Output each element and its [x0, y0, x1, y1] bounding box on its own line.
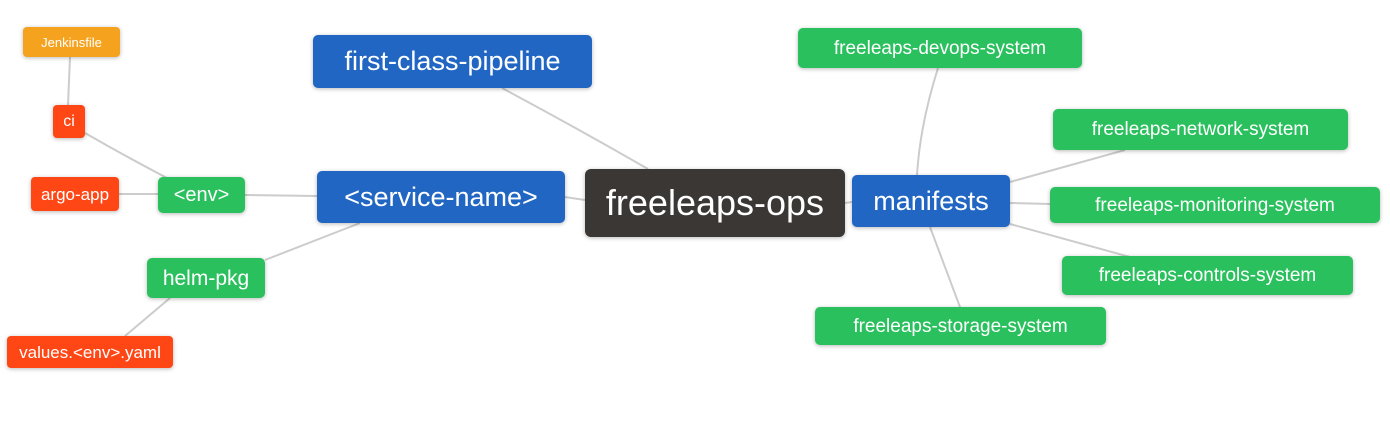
- edge-first-class-pipeline-root: [501, 87, 649, 170]
- node-ci[interactable]: ci: [53, 105, 85, 138]
- node-values-env-yaml[interactable]: values.<env>.yaml: [7, 336, 173, 368]
- node-freeleaps-ops-root[interactable]: freeleaps-ops: [585, 169, 845, 237]
- edge-manifests-controls: [1009, 223, 1131, 258]
- edge-ci-env: [84, 132, 168, 179]
- edge-root-manifests: [844, 201, 853, 204]
- edge-jenkinsfile-ci: [67, 56, 71, 106]
- node-freeleaps-network-system[interactable]: freeleaps-network-system: [1053, 109, 1348, 150]
- node-manifests[interactable]: manifests: [852, 175, 1010, 227]
- node-env[interactable]: <env>: [158, 177, 245, 213]
- edge-env-service-name: [244, 194, 318, 197]
- node-first-class-pipeline[interactable]: first-class-pipeline: [313, 35, 592, 88]
- edge-service-name-root: [564, 196, 586, 201]
- edge-manifests-monitoring: [1009, 202, 1051, 205]
- edge-values-helm-pkg: [124, 297, 171, 337]
- node-service-name[interactable]: <service-name>: [317, 171, 565, 223]
- node-freeleaps-storage-system[interactable]: freeleaps-storage-system: [815, 307, 1106, 345]
- edge-manifests-storage: [929, 226, 961, 308]
- edge-manifests-devops: [916, 67, 939, 176]
- node-freeleaps-devops-system[interactable]: freeleaps-devops-system: [798, 28, 1082, 68]
- node-freeleaps-controls-system[interactable]: freeleaps-controls-system: [1062, 256, 1353, 295]
- node-freeleaps-monitoring-system[interactable]: freeleaps-monitoring-system: [1050, 187, 1380, 223]
- edge-manifests-network: [1009, 149, 1126, 183]
- node-jenkinsfile[interactable]: Jenkinsfile: [23, 27, 120, 57]
- node-argo-app[interactable]: argo-app: [31, 177, 119, 211]
- edge-helm-pkg-service-name: [264, 222, 361, 261]
- node-helm-pkg[interactable]: helm-pkg: [147, 258, 265, 298]
